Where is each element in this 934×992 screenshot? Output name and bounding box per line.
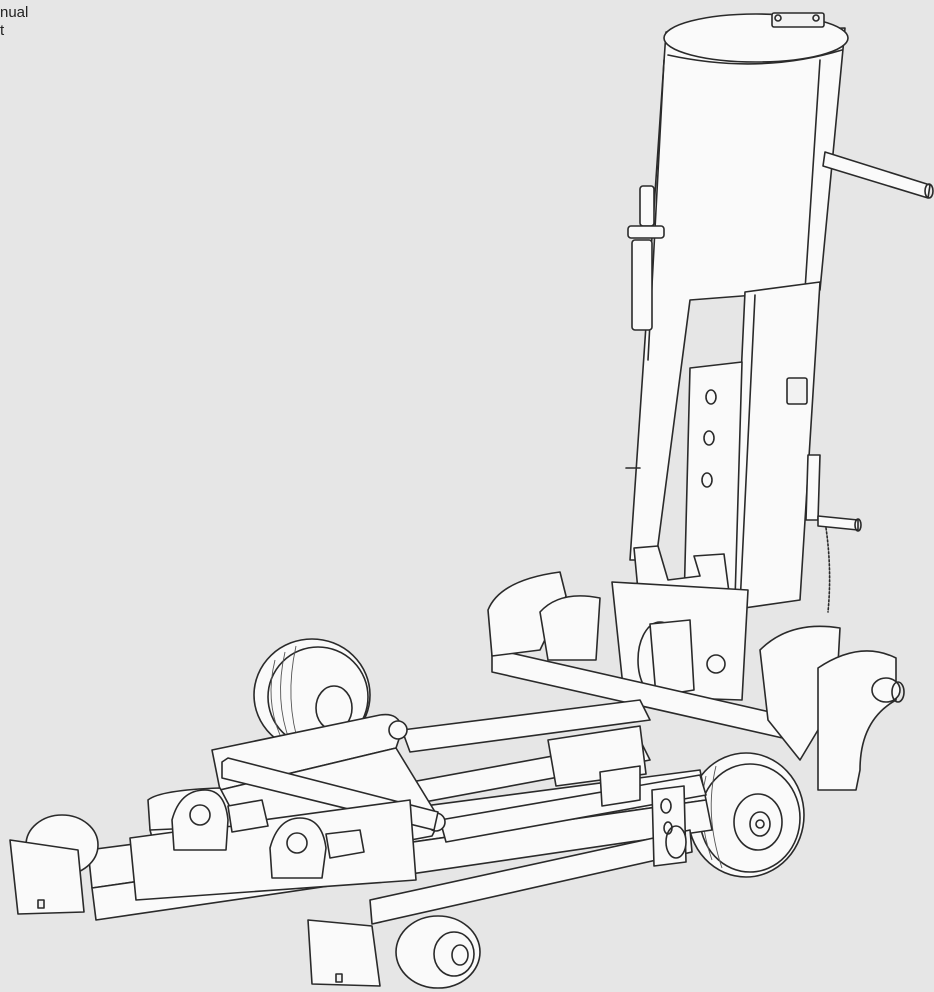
ram-hole-1	[705, 389, 717, 405]
front-saddle	[129, 787, 417, 901]
front-left-roller	[9, 814, 99, 915]
saddle-cradle	[611, 545, 749, 701]
side-fitting	[651, 785, 687, 867]
caption-line-1: nual	[0, 4, 29, 21]
release-valve	[627, 185, 665, 331]
ram-hole-3	[701, 472, 713, 488]
handle-bar	[822, 151, 934, 199]
ram-hole-2	[703, 430, 715, 446]
caption-line-2: t	[0, 22, 5, 39]
right-side-plate	[759, 625, 905, 791]
front-right-roller	[307, 915, 481, 989]
back-frame	[729, 281, 821, 611]
left-side-plate	[487, 571, 601, 661]
mast-cylinder	[629, 12, 849, 561]
lock-pin	[805, 454, 862, 613]
cropped-caption-text: nual t	[0, 4, 28, 40]
right-rear-wheel	[687, 752, 805, 878]
